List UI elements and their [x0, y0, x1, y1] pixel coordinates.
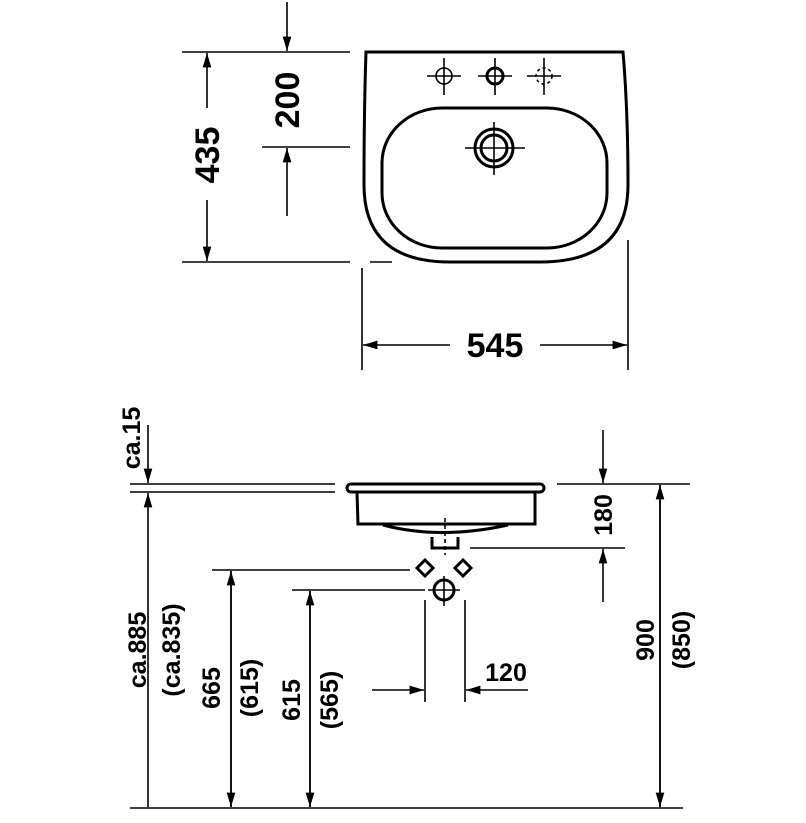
supply-valves	[414, 557, 474, 606]
basin-bowl	[380, 106, 609, 250]
tap-hole-center	[478, 58, 512, 95]
dim-counter-height-alt: (850)	[668, 611, 696, 669]
dim-tap-distance: 200	[269, 72, 307, 129]
basin-outline	[362, 50, 630, 264]
dim-rim-height-alt: (ca.835)	[158, 603, 186, 696]
tap-hole-right	[527, 58, 561, 95]
side-view: ca.15 ca.885 (ca.835) 665 (615) 615 (565…	[118, 407, 696, 809]
dim-waste-height-alt: (565)	[316, 671, 344, 729]
basin-section	[345, 482, 546, 555]
dim-depth: 435	[189, 127, 227, 184]
dim-supply-spacing: 120	[485, 659, 527, 687]
dim-rim-thickness: ca.15	[118, 407, 146, 470]
drain-hole	[465, 122, 525, 175]
dim-waste-height: 615	[278, 679, 306, 721]
dim-supply-height-alt: (615)	[236, 659, 264, 717]
dim-counter-height: 900	[632, 619, 660, 661]
dim-width: 545	[467, 327, 524, 365]
tap-hole-left	[427, 58, 461, 95]
top-view: 435 200 545	[182, 2, 630, 370]
dim-supply-height: 665	[198, 667, 226, 709]
dim-basin-depth: 180	[590, 494, 618, 536]
dim-rim-height: ca.885	[124, 612, 152, 689]
